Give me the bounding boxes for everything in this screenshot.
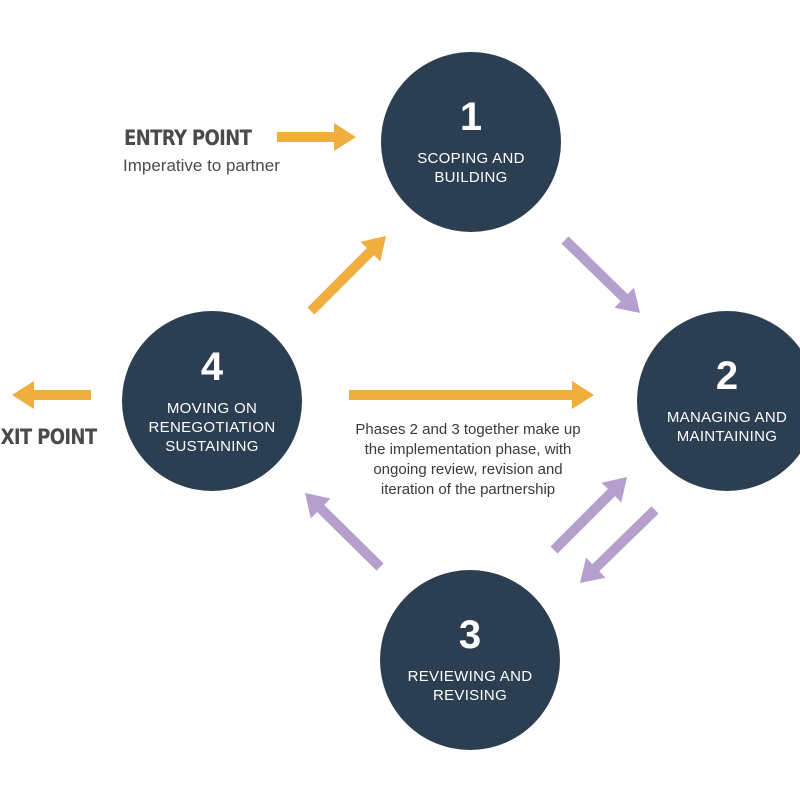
phase-3-circle: 3 REVIEWING AND REVISING [380,570,560,750]
phase-1-number: 1 [459,95,483,139]
note-line: ongoing review, revision and [373,461,563,478]
phase-2-number: 2 [715,354,739,398]
entry-point-subtitle: Imperative to partner [123,156,280,175]
phase-2-label-line: MAINTAINING [676,428,778,445]
phase-4-number: 4 [200,344,224,389]
entry-arrow [277,123,356,151]
phase-2-label: MANAGING AND MAINTAINING [667,408,787,446]
phase-1-circle: 1 SCOPING AND BUILDING [381,52,561,232]
arrow-1-to-2 [561,236,640,313]
phase-1-label: SCOPING AND BUILDING [417,149,525,187]
phase-4-label-line: SUSTAINING [165,437,259,455]
phase-2-label-line: MANAGING AND [666,409,788,426]
phase-3-label-line: REVIEWING AND [407,668,533,685]
arrow-4-to-2 [349,381,594,409]
phase-3-number: 3 [458,613,482,657]
phase-4-label-line: RENEGOTIATION [148,418,276,436]
phase-3-label-line: REVISING [432,687,508,704]
exit-point-title: EXIT POINT [0,425,97,449]
arrow-3-to-4 [305,493,384,571]
phase-4-circle: 4 MOVING ON RENEGOTIATION SUSTAINING [122,311,302,491]
phase-3-label: REVIEWING AND REVISING [408,667,533,705]
implementation-note: Phases 2 and 3 together make up the impl… [318,420,618,500]
arrow-4-to-1 [307,236,386,315]
phase-1-label-line: BUILDING [434,169,508,186]
phase-1-label-line: SCOPING AND [417,150,525,167]
phase-4-label: MOVING ON RENEGOTIATION SUSTAINING [149,399,276,456]
exit-arrow [12,381,91,409]
entry-point-title: ENTRY POINT [124,126,252,150]
note-line: the implementation phase, with [364,441,572,458]
note-line: iteration of the partnership [380,481,556,498]
arrow-2-to-3 [580,506,659,583]
note-line: Phases 2 and 3 together make up [355,421,581,438]
phase-2-circle: 2 MANAGING AND MAINTAINING [637,311,800,491]
phase-4-label-line: MOVING ON [166,399,258,417]
arrow-3-to-2 [550,477,627,554]
